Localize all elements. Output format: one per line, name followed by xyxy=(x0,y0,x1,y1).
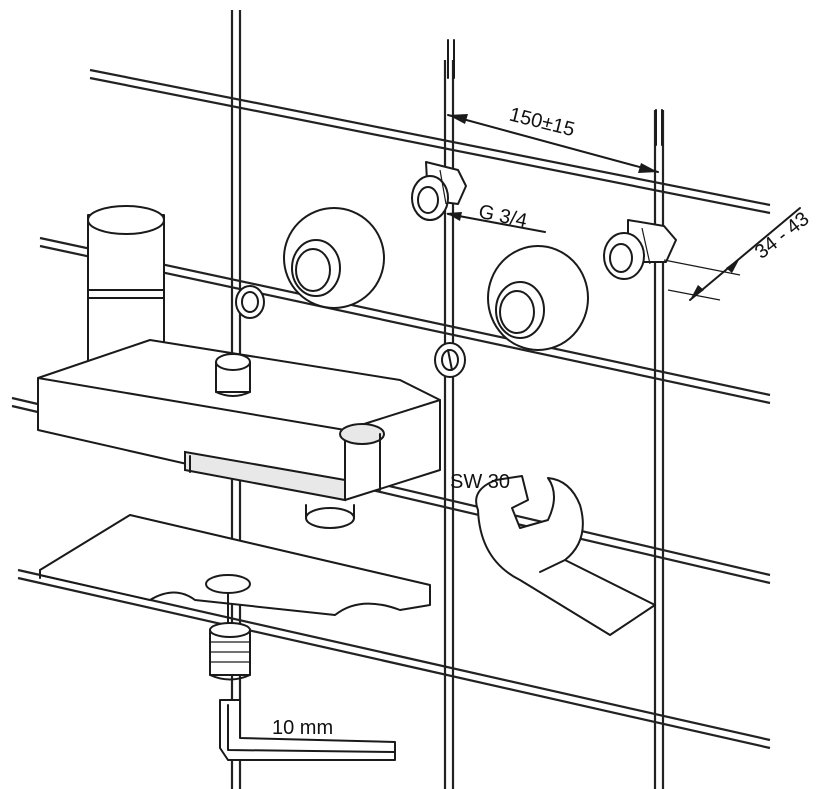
spacing-label: 150±15 xyxy=(507,104,577,141)
fixing-screw xyxy=(209,593,251,681)
wall-screw-middle xyxy=(434,342,466,378)
wrench-label: SW 30 xyxy=(450,471,510,493)
eccentric-connector-right xyxy=(603,219,677,280)
hex-key-label: 10 mm xyxy=(272,717,333,739)
thread-leader xyxy=(446,212,546,233)
eccentric-connector-left xyxy=(411,161,467,221)
wall-rosette-right xyxy=(487,245,589,351)
mounting-plate xyxy=(39,514,431,616)
wall-rosette-left xyxy=(283,207,385,309)
thermostat-body xyxy=(37,205,441,529)
thread-label: G 3/4 xyxy=(477,201,529,233)
hex-key-tool xyxy=(219,699,396,761)
wrench-tool xyxy=(475,475,656,636)
depth-label: 34 - 43 xyxy=(751,208,814,264)
dimension-depth xyxy=(663,207,801,301)
dimension-spacing xyxy=(447,39,663,173)
wall-screw-left xyxy=(235,285,265,319)
